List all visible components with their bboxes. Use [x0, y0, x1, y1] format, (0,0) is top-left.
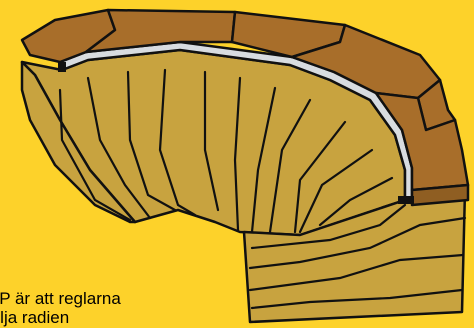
caption-line-1: OP är att reglarna — [0, 289, 226, 308]
caption-text: OP är att reglarna följa radien — [0, 289, 226, 328]
caption-line-2: följa radien — [0, 308, 226, 327]
cap-stone-7 — [412, 185, 468, 205]
cap-end-left — [58, 62, 66, 72]
cap-end-right — [398, 196, 414, 204]
